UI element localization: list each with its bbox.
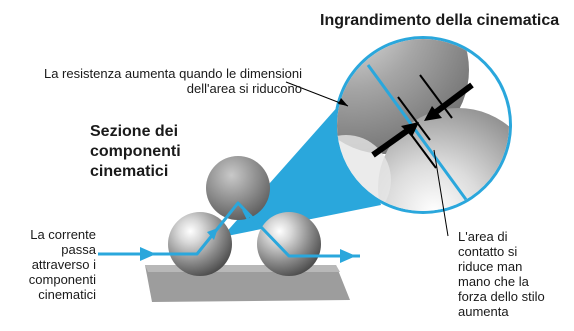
contact-line-a [397,96,431,141]
section-title: Sezione dei componenti cinematici [90,123,181,180]
kinematic-sphere-left [168,212,232,276]
contact-leader [433,149,449,237]
zoom-sphere-upper [337,39,469,154]
current-arrowhead-4 [340,249,356,263]
resistance-leader [285,81,349,107]
zoom-magnifier [334,36,512,214]
current-arrowhead-2 [207,228,218,240]
force-arrow-left [371,125,413,158]
current-arrowhead-1 [140,247,156,261]
resistance-label: La resistenza aumenta quando le dimensio… [43,66,302,96]
zoom-current-line [366,64,472,206]
current-arrowhead-3 [242,210,252,220]
diagram-title: Ingrandimento della cinematica [320,12,560,29]
kinematic-sphere-top [206,156,270,220]
kinematic-sphere-right [257,212,321,276]
force-arrow-right [430,82,474,118]
contact-line-b [419,74,453,119]
current-label: La corrente passa attraverso i component… [28,227,96,302]
contact-area-label: L'area di contatto si riduce man mano ch… [458,229,545,319]
